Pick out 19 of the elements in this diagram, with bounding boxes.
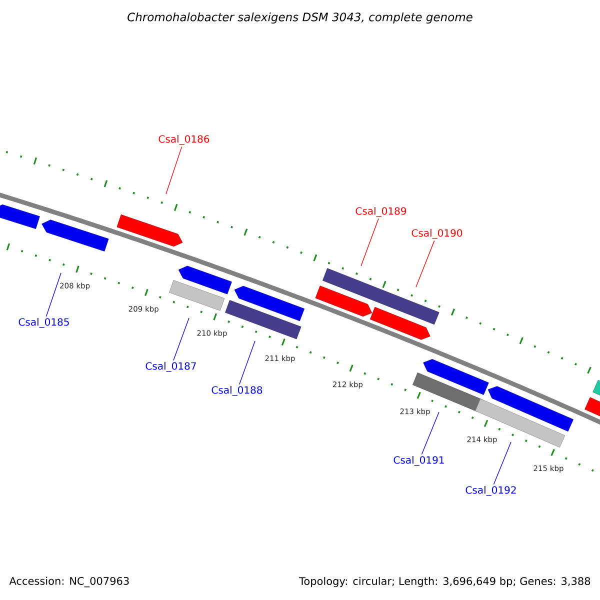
gene-label: Csal_0188 bbox=[212, 386, 262, 396]
leader-line bbox=[493, 442, 512, 485]
leader-line bbox=[46, 272, 62, 317]
gene-label: Csal_0189 bbox=[356, 207, 406, 217]
leader-line bbox=[239, 340, 256, 385]
gene-label: Csal_0186 bbox=[158, 135, 210, 145]
gene-label: Csal_0187 bbox=[146, 362, 196, 372]
gene-label: Csal_0185 bbox=[18, 318, 69, 328]
gene-label: Csal_0190 bbox=[412, 229, 462, 239]
gene-label: Csal_0191 bbox=[394, 456, 444, 466]
leader-line bbox=[166, 146, 182, 194]
leader-line bbox=[360, 218, 379, 266]
gene-label: Csal_0192 bbox=[466, 486, 516, 496]
genome-info-label: Topology: circular; Length: 3,696,649 bp; Genes: 3,388 bbox=[299, 576, 590, 588]
leader-line bbox=[173, 318, 190, 361]
accession-label: Accession: NC_007963 bbox=[9, 576, 129, 588]
title: Chromohalobacter salexigens DSM 3043, complete genome bbox=[128, 12, 472, 24]
leader-line bbox=[416, 240, 435, 288]
leader-line bbox=[421, 412, 440, 455]
